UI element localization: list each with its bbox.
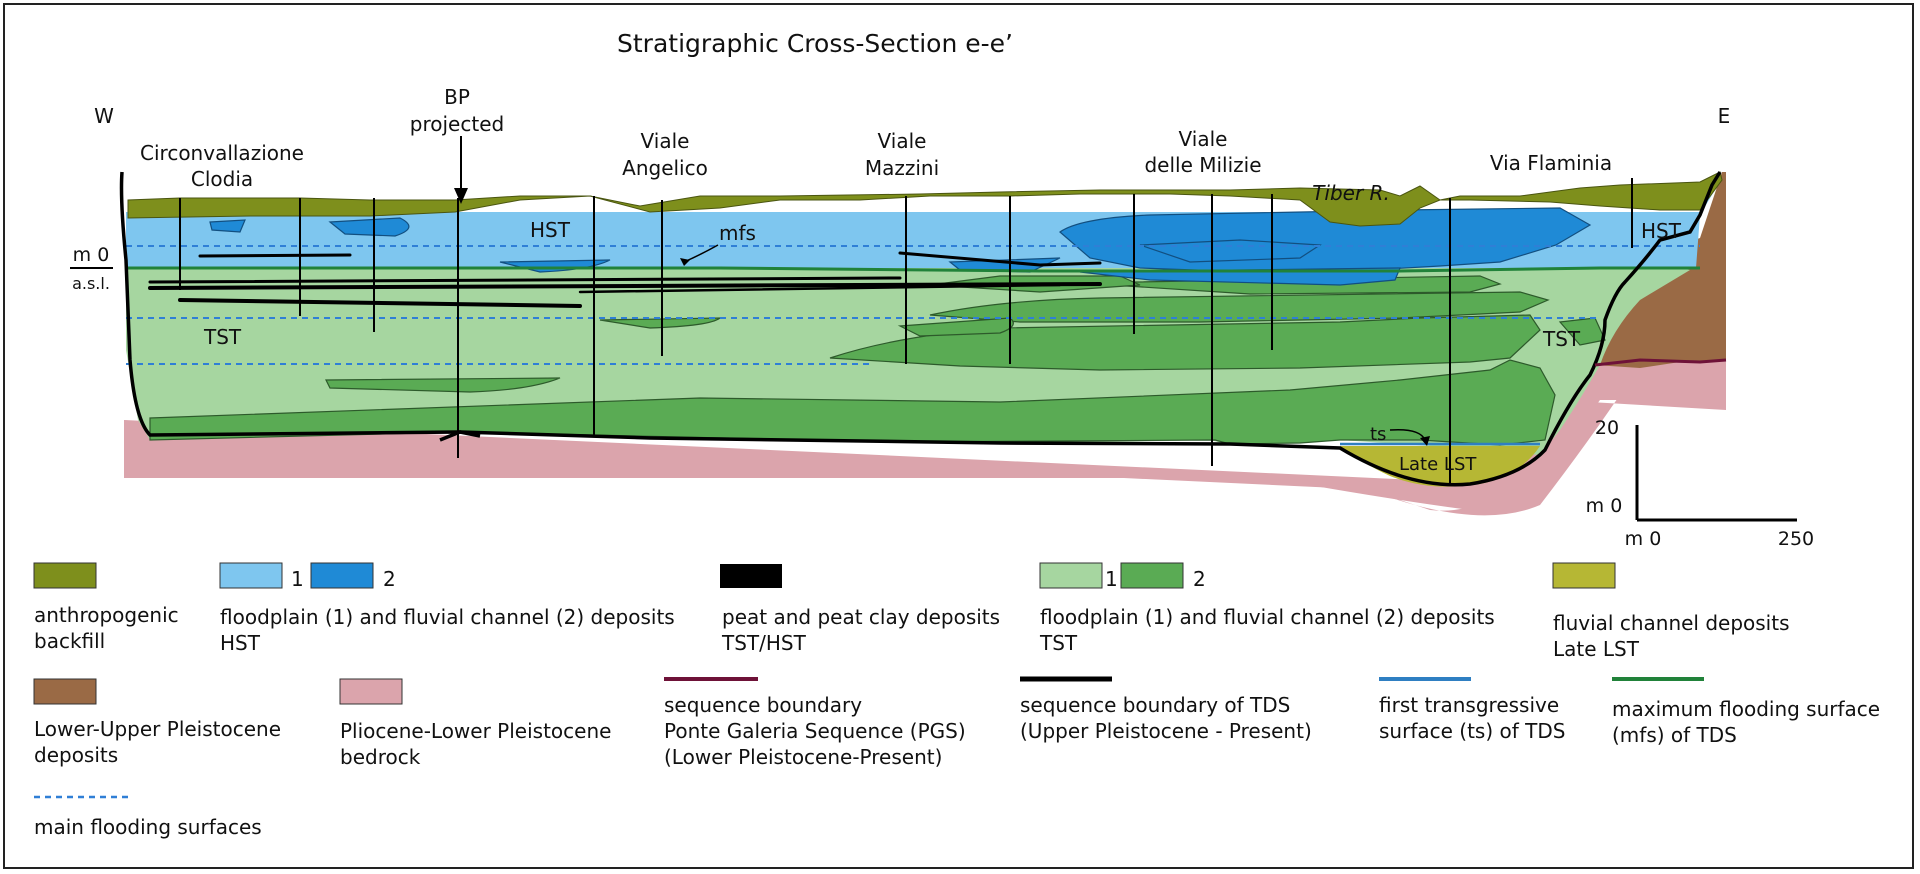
section-labels: HST HST mfs TST TST ts Late LST (203, 218, 1682, 475)
scale-horizontal-left: m 0 (1625, 528, 1662, 550)
legend-swatch-bedrock (339, 678, 403, 705)
legend-peat-line1: peat and peat clay deposits (722, 605, 1000, 629)
legend-tst-line2: TST (1039, 631, 1078, 655)
legend-hst-num1: 1 (291, 567, 304, 591)
bp-arrow-head (454, 188, 468, 204)
legend-pgs-line2: Ponte Galeria Sequence (PGS) (664, 719, 966, 743)
legend-swatch-late-lst (1552, 562, 1616, 589)
figure-frame (3, 3, 1914, 869)
east-label: E (1718, 104, 1731, 128)
location-milizie-line2: delle Milizie (1144, 153, 1261, 177)
legend-tst-line1: floodplain (1) and fluvial channel (2) d… (1040, 605, 1495, 629)
label-tst-right: TST (1542, 327, 1581, 351)
location-mazzini-line1: Viale (878, 129, 927, 153)
location-labels: Circonvallazione Clodia BP projected Via… (140, 85, 1612, 205)
location-clodia-line1: Circonvallazione (140, 141, 304, 165)
location-milizie-line1: Viale (1179, 127, 1228, 151)
legend-tst-num2: 2 (1193, 567, 1206, 591)
location-mazzini-line2: Mazzini (865, 156, 939, 180)
scale-horizontal-right: 250 (1778, 528, 1814, 550)
legend-swatch-hst-channel (310, 562, 374, 589)
legend-pgs-line3: (Lower Pleistocene-Present) (664, 745, 942, 769)
legend-swatch-tst-floodplain (1039, 562, 1103, 589)
pgs-sequence-boundary (1594, 358, 1727, 367)
legend-bedrock-line2: bedrock (340, 745, 421, 769)
legend-backfill-line2: backfill (34, 629, 105, 653)
tst-channels (149, 275, 1606, 446)
legend-peat-line2: TST/HST (721, 631, 807, 655)
legend-lst-line2: Late LST (1553, 637, 1640, 661)
location-angelico-line1: Viale (641, 129, 690, 153)
label-ts: ts (1370, 424, 1386, 445)
location-tiber: Tiber R. (1312, 181, 1390, 205)
legend-swatch-pleistocene (33, 678, 97, 705)
label-hst-right: HST (1641, 219, 1682, 243)
legend-backfill-line1: anthropogenic (34, 603, 179, 627)
label-hst-left: HST (530, 218, 571, 242)
legend-swatch-peat (720, 564, 782, 588)
legend-hst-line2: HST (220, 631, 261, 655)
legend-tds-line1: sequence boundary of TDS (1020, 693, 1290, 717)
location-clodia-line2: Clodia (191, 167, 253, 191)
legend-pleist-line2: deposits (34, 743, 118, 767)
legend-pleist-line1: Lower-Upper Pleistocene (34, 717, 281, 741)
legend-flood-line1: main flooding surfaces (34, 815, 262, 839)
location-bp-line2: projected (410, 112, 504, 136)
boreholes (179, 178, 1633, 486)
legend-lst-line1: fluvial channel deposits (1553, 611, 1790, 635)
late-lst-unit (1340, 446, 1540, 487)
west-label: W (94, 104, 114, 128)
legend-swatch-tst-channel (1120, 562, 1184, 589)
legend-tst-num1: 1 (1105, 567, 1118, 591)
bedrock-lower (124, 360, 1726, 510)
legend-mfs-line1: maximum flooding surface (1612, 697, 1880, 721)
tst-lens-left (325, 377, 561, 393)
scale-vertical-bottom: m 0 (1586, 495, 1623, 517)
legend-tds-line2: (Upper Pleistocene - Present) (1020, 719, 1312, 743)
tds-sequence-boundary (119, 171, 1722, 487)
mfs-line (126, 266, 1700, 273)
main-flooding-surfaces (126, 245, 1700, 365)
figure-title: Stratigraphic Cross-Section e-e’ (617, 29, 1013, 58)
scale-bar: 20 m 0 m 0 250 (1586, 417, 1814, 550)
label-tst-left: TST (203, 325, 242, 349)
legend-bedrock-line1: Pliocene-Lower Pleistocene (340, 719, 611, 743)
datum-label-line1: m 0 (73, 244, 110, 266)
label-mfs: mfs (719, 221, 756, 245)
location-angelico-line2: Angelico (622, 156, 708, 180)
legend-swatch-hst-floodplain (219, 562, 283, 589)
ts-arrow-head (1420, 436, 1430, 446)
legend-hst-line1: floodplain (1) and fluvial channel (2) d… (220, 605, 675, 629)
legend-pgs-line1: sequence boundary (664, 693, 862, 717)
backfill-unit (127, 171, 1723, 227)
legend-hst-num2: 2 (383, 567, 396, 591)
datum-label-line2: a.s.l. (72, 274, 110, 293)
legend-ts-line2: surface (ts) of TDS (1379, 719, 1565, 743)
legend: anthropogenic backfill 1 2 floodplain (1… (33, 562, 1880, 839)
label-late-lst: Late LST (1399, 454, 1477, 475)
tds-bp-bump (439, 430, 481, 442)
mfs-arrow-head (680, 258, 690, 266)
legend-swatch-backfill (33, 562, 97, 589)
location-flaminia: Via Flaminia (1490, 151, 1612, 175)
legend-ts-line1: first transgressive (1379, 693, 1559, 717)
location-bp-line1: BP (444, 85, 470, 109)
scale-vertical-top: 20 (1595, 417, 1619, 439)
legend-mfs-line2: (mfs) of TDS (1612, 723, 1737, 747)
peat-layers (148, 251, 1102, 308)
